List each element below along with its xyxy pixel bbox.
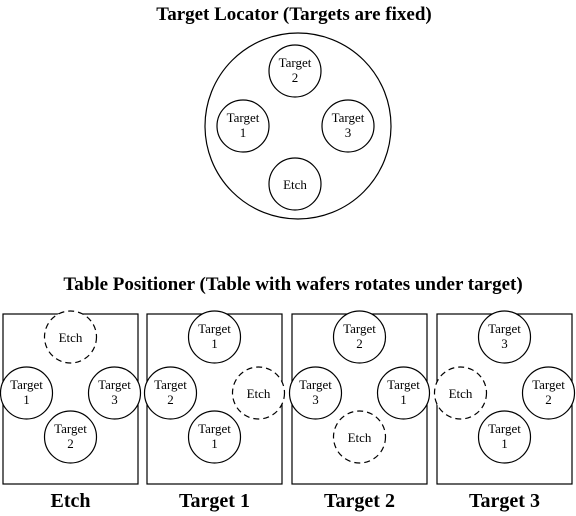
etch-circle-dashed <box>231 366 286 420</box>
panel-caption: Target 2 <box>324 490 395 512</box>
slot-label-line2: 2 <box>67 436 74 451</box>
slot-label-line1: Target <box>488 421 521 436</box>
target-circle <box>376 366 431 420</box>
slot-label: Etch <box>449 386 473 401</box>
etch-circle-dashed <box>332 410 387 464</box>
slot-label-line2: 1 <box>211 336 218 351</box>
slot-label-line2: 2 <box>356 336 363 351</box>
etch-circle-dashed <box>43 310 98 364</box>
slot-label-line2: 1 <box>501 436 508 451</box>
locator-circle-target-2 <box>268 44 322 98</box>
locator-circle-target-1 <box>216 99 270 153</box>
target-circle <box>187 310 242 364</box>
panel-caption: Target 1 <box>179 490 250 512</box>
locator-label-line2: 3 <box>345 125 352 140</box>
locator-slot-target-3: Target 3 <box>321 99 375 153</box>
slot-label-line1: Target <box>154 377 187 392</box>
slot-label-line1: Target <box>198 421 231 436</box>
target-circle <box>521 366 576 420</box>
target-circle <box>477 310 532 364</box>
slot-label-line1: Target <box>488 321 521 336</box>
target-circle <box>43 410 98 464</box>
slot-label-line2: 3 <box>312 392 319 407</box>
locator-circle-etch <box>268 157 322 211</box>
target-circle <box>332 310 387 364</box>
locator-slot-etch: Etch <box>268 157 322 211</box>
slot-label-line1: Target <box>98 377 131 392</box>
slot-label-line2: 2 <box>167 392 174 407</box>
slot-label-line1: Target <box>343 321 376 336</box>
locator-slot-target-2: Target 2 <box>268 44 322 98</box>
target-locator: Target 2 Target 1 Target 3 Etch <box>204 32 392 220</box>
slot-label-line2: 1 <box>23 392 30 407</box>
slot-label: Etch <box>59 330 83 345</box>
target-circle <box>87 366 142 420</box>
slot-label-line2: 1 <box>400 392 407 407</box>
target-circle <box>477 410 532 464</box>
slot-label: Etch <box>348 430 372 445</box>
locator-label-line1: Target <box>227 110 260 125</box>
positioner-title: Table Positioner (Table with wafers rota… <box>63 274 522 295</box>
panel-slot-top: Etch <box>43 310 98 364</box>
panel-caption: Etch <box>51 490 91 512</box>
slot-label-line2: 1 <box>211 436 218 451</box>
target-circle <box>187 410 242 464</box>
slot-label-line2: 3 <box>111 392 118 407</box>
positioner-panels: EtchTarget1Target3Target2EtchTarget1Targ… <box>0 310 576 512</box>
locator-label-etch: Etch <box>283 177 307 192</box>
slot-label-line1: Target <box>10 377 43 392</box>
locator-outer-circle <box>204 32 392 220</box>
slot-label-line1: Target <box>198 321 231 336</box>
locator-label-line1: Target <box>332 110 365 125</box>
slot-label-line1: Target <box>532 377 565 392</box>
locator-label-line2: 2 <box>292 70 299 85</box>
locator-label-line1: Target <box>279 55 312 70</box>
locator-title: Target Locator (Targets are fixed) <box>156 4 431 25</box>
panel-slot-bottom: Etch <box>332 410 387 464</box>
locator-circle-target-3 <box>321 99 375 153</box>
locator-slot-target-1: Target 1 <box>216 99 270 153</box>
etch-circle-dashed <box>433 366 488 420</box>
slot-label-line2: 2 <box>545 392 552 407</box>
target-circle <box>288 366 343 420</box>
panel-slot-right: Etch <box>231 366 286 420</box>
target-circle <box>0 366 54 420</box>
slot-label-line1: Target <box>299 377 332 392</box>
slot-label: Etch <box>247 386 271 401</box>
slot-label-line1: Target <box>387 377 420 392</box>
target-circle <box>143 366 198 420</box>
locator-label-line2: 1 <box>240 125 247 140</box>
slot-label-line2: 3 <box>501 336 508 351</box>
panel-caption: Target 3 <box>469 490 540 512</box>
panel-slot-left: Etch <box>433 366 488 420</box>
slot-label-line1: Target <box>54 421 87 436</box>
